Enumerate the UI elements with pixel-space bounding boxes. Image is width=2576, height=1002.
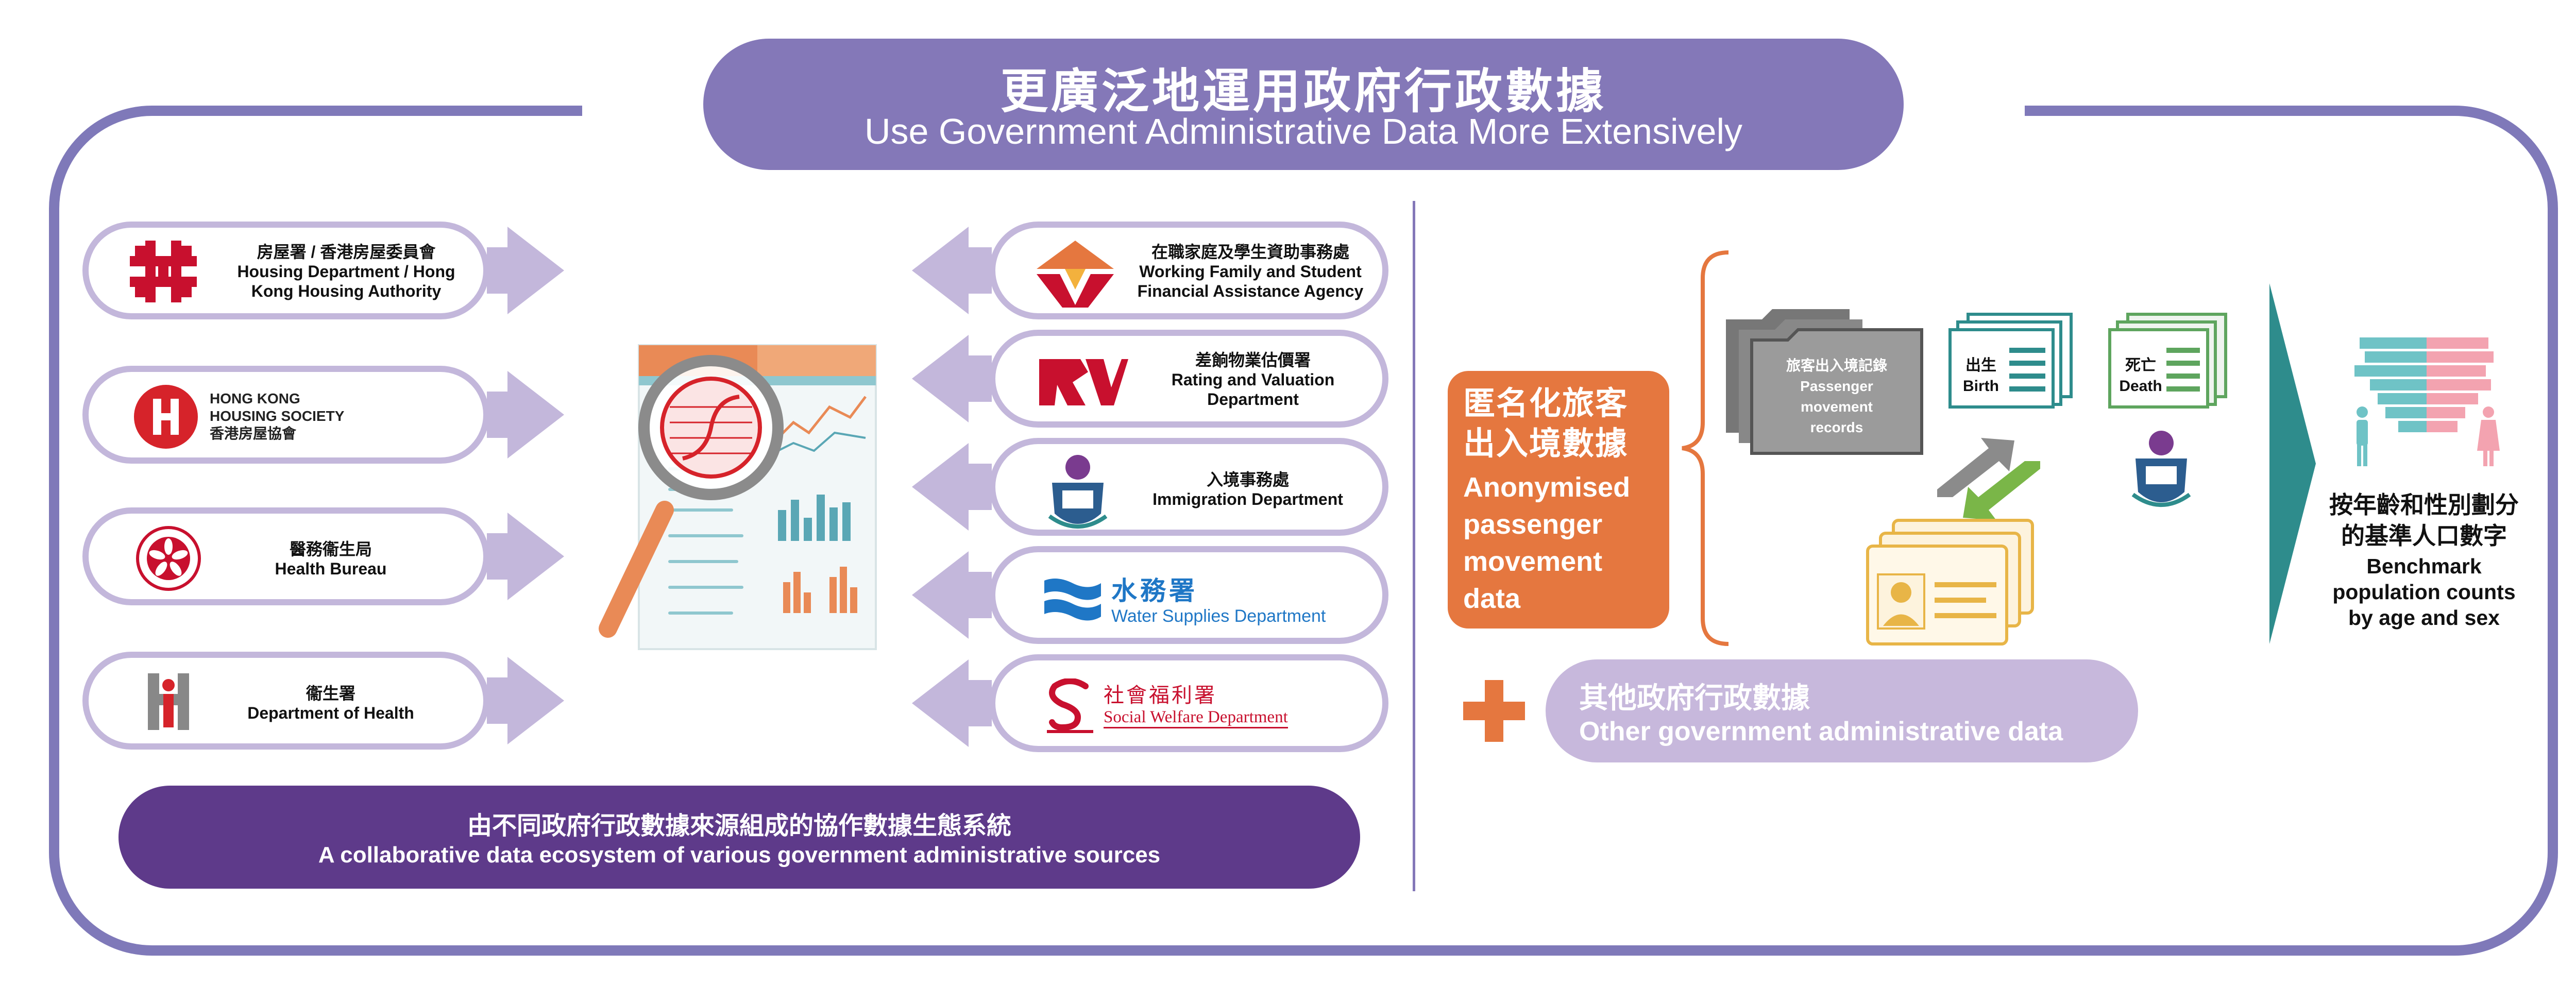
- other-data-en: Other government administrative data: [1579, 717, 2063, 746]
- source-housing-department: 房屋署 / 香港房屋委員會 Housing Department / Hong …: [82, 222, 489, 319]
- social-welfare-logo-icon: [1047, 678, 1093, 733]
- source-water-supplies: 水務署 Water Supplies Department: [989, 546, 1388, 644]
- other-data-zh: 其他政府行政數據: [1579, 682, 1810, 714]
- ecosystem-zh: 由不同政府行政數據來源組成的協作數據生態系統: [467, 812, 1011, 840]
- ecosystem-pill: 由不同政府行政數據來源組成的協作數據生態系統 A collaborative d…: [118, 786, 1360, 889]
- ecosystem-en: A collaborative data ecosystem of variou…: [318, 842, 1161, 868]
- source-department-of-health: 衞生署 Department of Health: [82, 652, 489, 750]
- result-zh: 按年齡和性別劃分 的基準人口數字: [2329, 491, 2519, 549]
- death-label-text: 死亡 Death: [2119, 357, 2162, 395]
- title-en: Use Government Administrative Data More …: [865, 111, 1742, 151]
- health-bureau-emblem-icon: [136, 526, 201, 591]
- section-divider: [1413, 201, 1415, 891]
- result-arrow-icon: [2269, 283, 2316, 644]
- wfsfaa-logo-icon: [1037, 241, 1114, 308]
- birth-record-icon: [1948, 313, 2073, 409]
- source-health-bureau: 醫務衞生局 Health Bureau: [82, 507, 489, 605]
- arrow-left-4: [912, 551, 992, 639]
- arrow-left-1: [912, 227, 992, 314]
- arrow-right-4: [487, 657, 564, 744]
- swd-logo-en: Social Welfare Department: [1104, 708, 1288, 728]
- grouping-brace: [1682, 250, 1729, 646]
- immigration-emblem-small-icon: [2131, 431, 2191, 507]
- swd-logo-zh: 社會福利署: [1104, 684, 1217, 707]
- birth-label-text: 出生 Birth: [1963, 357, 1999, 395]
- source-department-of-health-label: 衞生署 Department of Health: [247, 684, 414, 722]
- source-social-welfare: 社會福利署 Social Welfare Department: [989, 654, 1388, 752]
- immigration-emblem-icon: [1048, 455, 1108, 529]
- wsd-logo-zh: 水務署: [1111, 576, 1198, 605]
- source-health-bureau-label: 醫務衞生局 Health Bureau: [275, 540, 387, 578]
- department-of-health-logo-icon: [148, 673, 189, 730]
- arrow-left-3: [912, 443, 992, 531]
- death-label: 死亡 Death: [2112, 355, 2169, 397]
- plus-icon: [1463, 680, 1525, 742]
- title-pill: 更廣泛地運用政府行政數據 Use Government Administrati…: [703, 39, 1904, 170]
- passenger-records-label: 旅客出入境記錄 Passenger movement records: [1786, 358, 1887, 435]
- other-data-pill: 其他政府行政數據 Other government administrative…: [1546, 659, 2138, 762]
- anonymised-data-box: 匿名化旅客 出入境數據 Anonymised passenger movemen…: [1448, 371, 1669, 629]
- identity-card-icon: [1866, 519, 2034, 646]
- source-rating-valuation: 差餉物業估價署 Rating and Valuation Department: [989, 330, 1388, 428]
- arrow-left-2: [912, 335, 992, 422]
- housing-authority-logo-icon: [130, 241, 197, 302]
- result-text: 按年齡和性別劃分 的基準人口數字 Benchmark population co…: [2303, 489, 2545, 631]
- right-arrows: [912, 227, 992, 747]
- birth-label: 出生 Birth: [1953, 355, 2009, 397]
- data-document-illustration: [599, 344, 877, 650]
- death-record-icon: [2108, 313, 2227, 409]
- arrow-right-2: [487, 371, 564, 458]
- passenger-records-folder-icon: [1726, 309, 1923, 455]
- anonymised-zh: 匿名化旅客 出入境數據: [1463, 386, 1629, 462]
- water-supplies-logo-icon: [1044, 579, 1101, 621]
- title-zh: 更廣泛地運用政府行政數據: [1000, 65, 1606, 118]
- source-housing-label: 房屋署 / 香港房屋委員會 Housing Department / Hong …: [237, 243, 455, 300]
- source-immigration-label: 入境事務處 Immigration Department: [1153, 470, 1343, 508]
- arrow-left-5: [912, 659, 992, 747]
- arrow-right-1: [487, 227, 564, 314]
- male-figure-icon: [2357, 406, 2368, 466]
- hk-housing-society-logo-icon: [134, 385, 198, 449]
- wsd-logo-en: Water Supplies Department: [1111, 606, 1326, 626]
- source-wfsfaa: 在職家庭及學生資助事務處 Working Family and Student …: [989, 222, 1388, 319]
- source-rvd-label: 差餉物業估價署 Rating and Valuation Department: [1171, 351, 1335, 409]
- hkhs-logo-text: HONG KONG HOUSING SOCIETY 香港房屋協會: [210, 390, 345, 441]
- result-en: Benchmark population counts by age and s…: [2332, 554, 2516, 630]
- arrow-right-3: [487, 513, 564, 600]
- anonymised-en: Anonymised passenger movement data: [1463, 472, 1631, 614]
- source-hk-housing-society: HONG KONG HOUSING SOCIETY 香港房屋協會: [82, 366, 489, 464]
- female-figure-icon: [2477, 406, 2500, 466]
- rvd-logo-icon: [1039, 359, 1128, 405]
- source-immigration: 入境事務處 Immigration Department: [989, 438, 1388, 536]
- left-arrows: [487, 227, 564, 744]
- exchange-arrows-icon: [1937, 438, 2040, 520]
- population-pyramid-icon: [2354, 337, 2500, 466]
- source-wfsfaa-label: 在職家庭及學生資助事務處 Working Family and Student …: [1137, 243, 1364, 300]
